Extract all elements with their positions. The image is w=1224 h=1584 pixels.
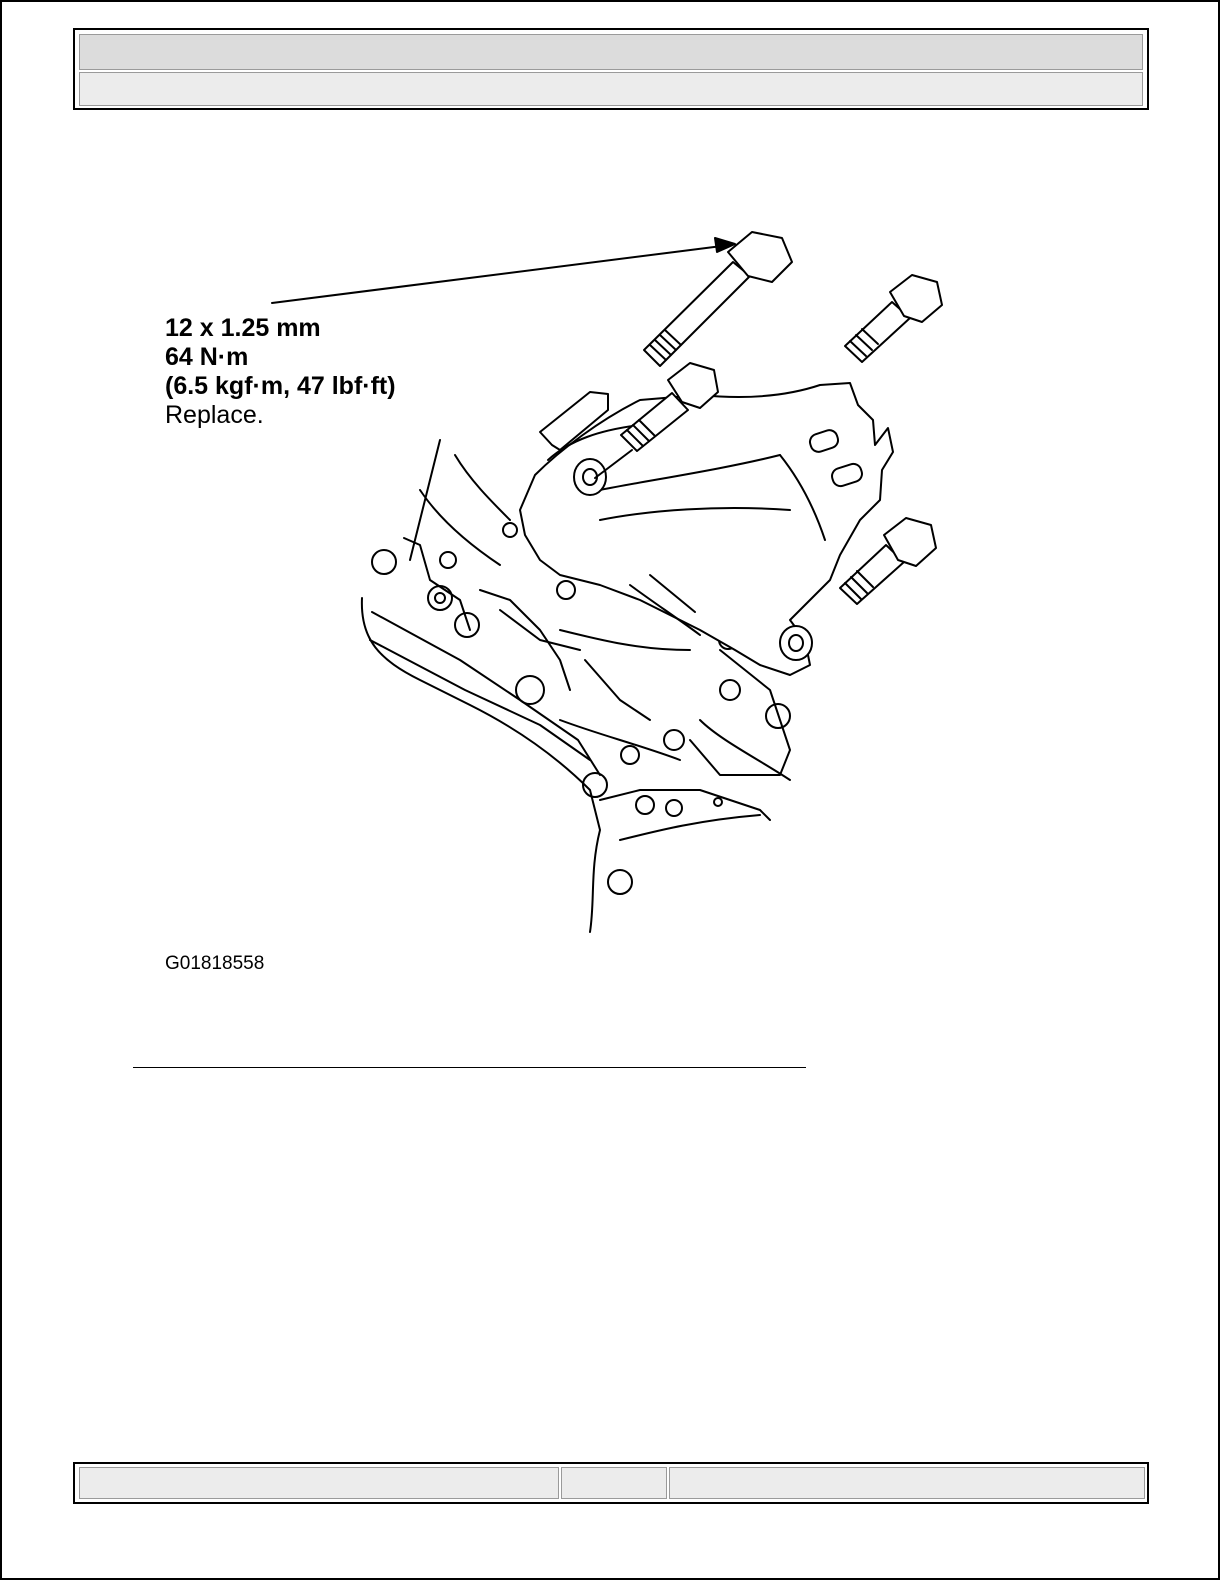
footer-cell-middle [561,1467,667,1499]
mount-bracket [520,383,893,675]
bolt-upper-right [845,275,942,362]
footer-cell-left [79,1467,559,1499]
header-title-bar [79,34,1143,70]
page-footer [73,1462,1149,1504]
footer-cell-right [669,1467,1145,1499]
engine-mount-bracket-illustration [150,225,950,945]
page-header [73,28,1149,110]
section-divider [133,1067,806,1068]
figure-id: G01818558 [165,953,264,975]
callout-leader-arrow [272,238,735,303]
header-subtitle-bar [79,72,1143,106]
